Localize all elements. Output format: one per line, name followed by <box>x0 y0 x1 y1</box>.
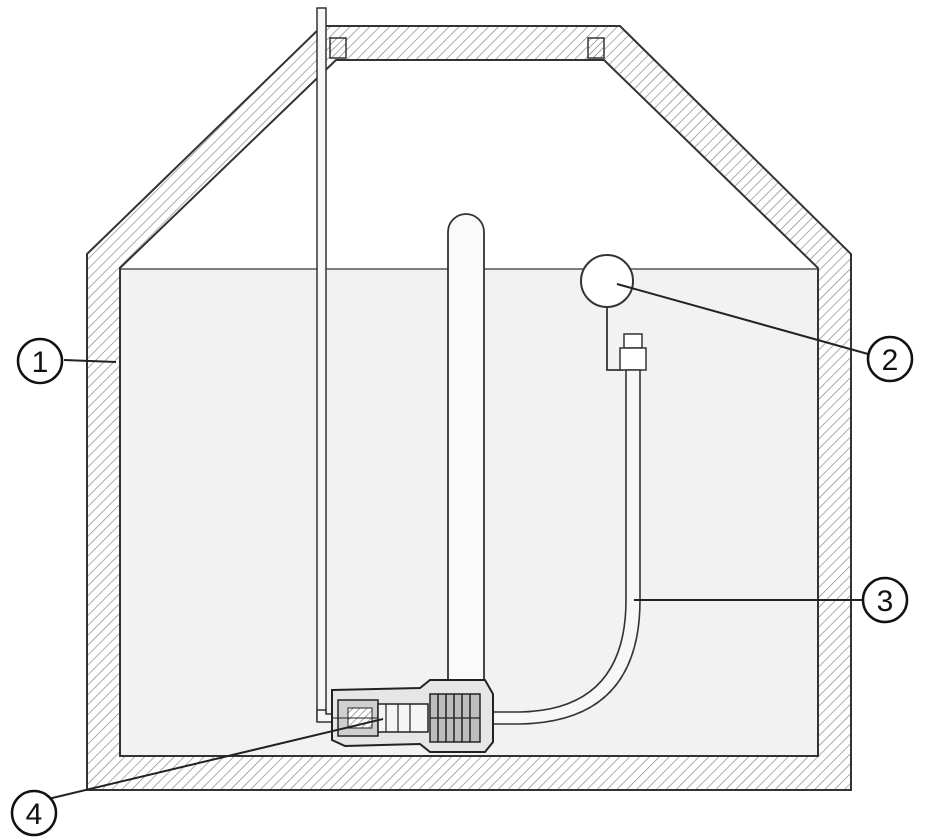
callout-2-label: 2 <box>882 344 899 377</box>
hose-nozzle <box>623 333 643 349</box>
callout-2: 2 <box>866 335 914 383</box>
drain-pipe <box>316 7 327 721</box>
leader-line-1 <box>63 359 117 363</box>
lid-corner-left <box>329 37 347 59</box>
callout-3: 3 <box>861 576 909 624</box>
callout-1-label: 1 <box>32 346 49 379</box>
pump-unit <box>331 679 494 753</box>
hose-tube <box>492 369 641 725</box>
float-ball <box>580 254 634 308</box>
callout-1: 1 <box>16 337 64 385</box>
callout-4: 4 <box>10 789 58 837</box>
leader-line-2 <box>616 283 869 355</box>
hose-fitting <box>619 347 647 371</box>
callout-4-label: 4 <box>26 798 43 831</box>
float-cord <box>606 307 623 371</box>
leader-line-4 <box>47 718 384 800</box>
central-column <box>447 213 485 691</box>
lid-corner-right <box>587 37 605 59</box>
callout-3-label: 3 <box>877 585 894 618</box>
